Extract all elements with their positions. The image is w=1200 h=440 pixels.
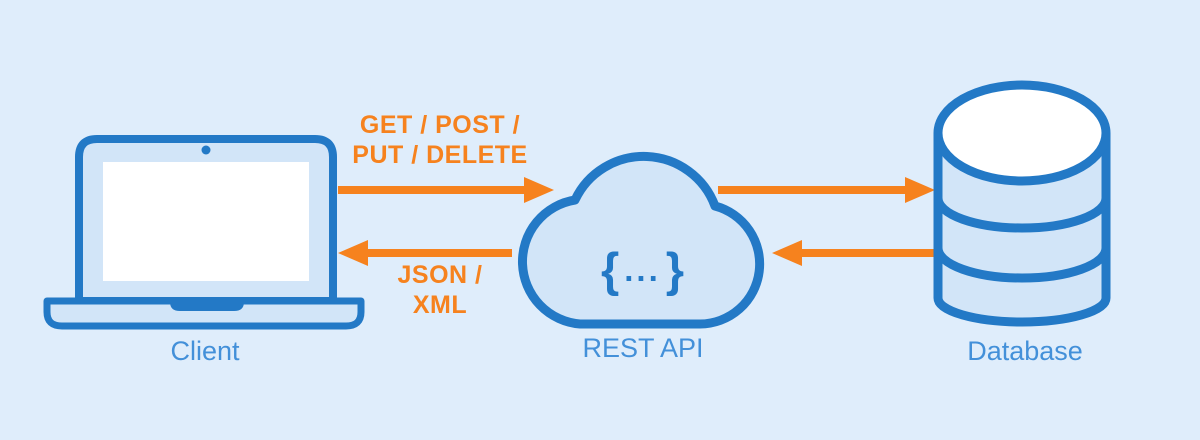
db-to-api-arrow xyxy=(772,240,938,266)
database-band-divider-1 xyxy=(933,197,1111,233)
laptop-base-notch xyxy=(170,300,244,311)
request-methods-line1: GET / POST / xyxy=(359,111,521,139)
api-symbol-close-brace: } xyxy=(665,242,685,296)
api-to-db-arrow xyxy=(718,177,935,203)
laptop-camera-dot xyxy=(201,145,211,155)
cloud-outline xyxy=(518,151,765,329)
response-formats-line1: JSON / xyxy=(397,261,483,289)
client-node-label: Client xyxy=(170,336,240,366)
request-arrow xyxy=(338,177,554,203)
request-arrowhead xyxy=(524,177,554,203)
database-icon xyxy=(933,80,1111,327)
request-methods-line2: PUT / DELETE xyxy=(352,141,528,169)
database-node-label: Database xyxy=(967,336,1083,366)
api-code-symbol: { ... } xyxy=(565,240,720,298)
api-to-db-arrowhead xyxy=(905,177,935,203)
laptop-screen xyxy=(103,162,309,281)
request-methods-label: GET / POST / PUT / DELETE xyxy=(340,110,540,170)
database-top xyxy=(933,80,1111,186)
response-arrowhead xyxy=(338,240,368,266)
response-arrow xyxy=(338,240,512,266)
response-formats-line2: XML xyxy=(412,291,468,319)
laptop-icon xyxy=(43,135,365,330)
db-to-api-arrowhead xyxy=(772,240,802,266)
api-symbol-open-brace: { xyxy=(600,242,620,296)
database-band-divider-2 xyxy=(933,247,1111,283)
cloud-icon xyxy=(518,151,765,329)
laptop-base xyxy=(43,297,365,330)
api-symbol-dots: ... xyxy=(624,250,661,288)
api-node-label: REST API xyxy=(582,333,704,363)
response-formats-label: JSON / XML xyxy=(340,260,540,320)
